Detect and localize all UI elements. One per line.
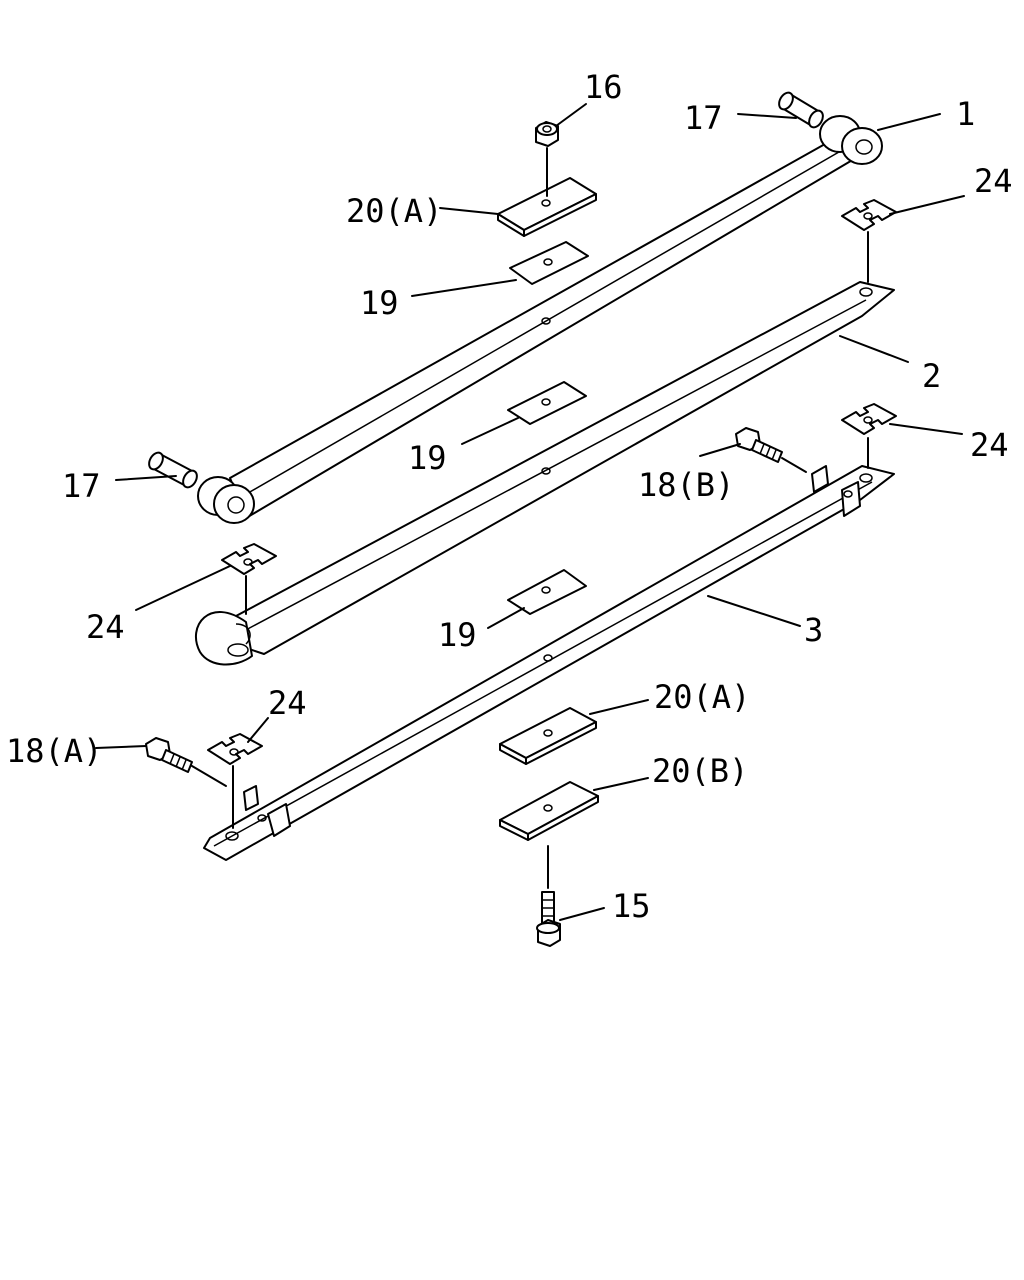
nut-16 bbox=[535, 121, 559, 147]
callout-3: 3 bbox=[804, 611, 823, 649]
bolt-15 bbox=[536, 891, 561, 947]
callout-24-mid-right: 24 bbox=[970, 426, 1009, 464]
pad-19-low bbox=[507, 569, 587, 615]
plate-20a-top bbox=[497, 177, 597, 237]
leaf-2 bbox=[194, 281, 895, 666]
leader-lines bbox=[95, 103, 965, 921]
callout-24-top-right: 24 bbox=[974, 162, 1013, 200]
assembly-lines bbox=[191, 147, 869, 889]
callout-17-left: 17 bbox=[62, 467, 101, 505]
plate-20b bbox=[499, 781, 599, 841]
leaf-1 bbox=[197, 115, 883, 524]
callout-20a-low: 20(A) bbox=[654, 678, 750, 716]
clip-24-top-right bbox=[841, 199, 897, 231]
leaf-3 bbox=[203, 465, 895, 861]
clip-24-left bbox=[221, 543, 277, 575]
callout-24-left: 24 bbox=[86, 608, 125, 646]
pad-19-top bbox=[509, 241, 589, 285]
callout-19-top: 19 bbox=[360, 284, 399, 322]
callout-16: 16 bbox=[584, 68, 623, 106]
callout-20b: 20(B) bbox=[652, 752, 748, 790]
clip-24-mid-right bbox=[841, 403, 897, 435]
callout-labels: 1 2 3 15 16 17 17 18(A) 18(B) 19 19 19 2… bbox=[6, 68, 1013, 925]
pin-17-left bbox=[148, 451, 198, 489]
plate-20a-low bbox=[499, 707, 597, 765]
clip-24-low-left bbox=[207, 733, 263, 765]
callout-20a-top: 20(A) bbox=[346, 192, 442, 230]
callout-18a: 18(A) bbox=[6, 732, 102, 770]
bolt-18a bbox=[145, 737, 193, 773]
callout-24-low-left: 24 bbox=[268, 684, 307, 722]
callout-19-mid: 19 bbox=[408, 439, 447, 477]
callout-17-top: 17 bbox=[684, 99, 723, 137]
callout-2: 2 bbox=[922, 357, 941, 395]
callout-1: 1 bbox=[956, 95, 975, 133]
pin-17-top bbox=[778, 91, 824, 129]
callout-18b: 18(B) bbox=[638, 466, 734, 504]
bolt-18b bbox=[735, 427, 783, 463]
callout-19-low: 19 bbox=[438, 616, 477, 654]
callout-15: 15 bbox=[612, 887, 651, 925]
pad-19-mid bbox=[507, 381, 587, 425]
